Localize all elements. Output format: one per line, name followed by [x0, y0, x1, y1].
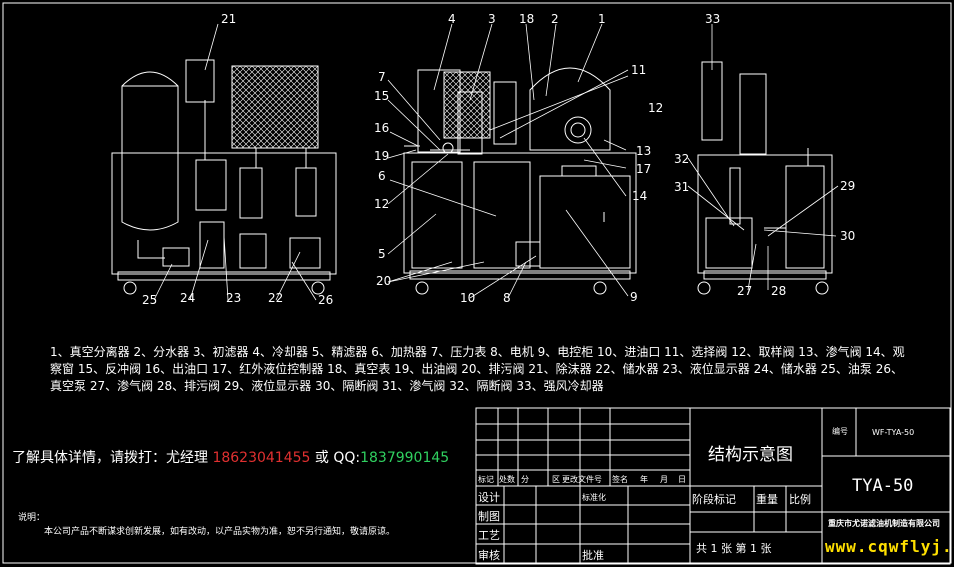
tb-scale: 比例 [789, 493, 811, 506]
callout-6: 6 [378, 169, 386, 183]
title-block-grid [475, 407, 951, 565]
callout-12-front: 12 [374, 197, 390, 211]
fine-filter-5 [411, 161, 463, 269]
callout-17: 17 [636, 162, 652, 176]
contact-qq: 1837990145 [360, 450, 450, 466]
callout-23: 23 [226, 291, 242, 305]
side-view [697, 61, 833, 295]
parts-legend: 1、真空分离器 2、分水器 3、初滤器 4、冷却器 5、精滤器 6、加热器 7、… [50, 345, 905, 393]
strong-air-cooler-33 [701, 61, 723, 141]
motor-8 [515, 241, 541, 267]
tb-stage: 阶段标记 [692, 493, 736, 506]
callout-25: 25 [142, 293, 158, 307]
tb-year: 年 [640, 475, 648, 484]
tb-weight: 重量 [756, 493, 778, 506]
watermark-url: www.cqwflyj.com [825, 537, 954, 556]
tb-sheets: 共 1 张 第 1 张 [696, 542, 772, 555]
callout-33: 33 [705, 12, 721, 26]
vacuum-separator-1 [529, 67, 611, 151]
sight-glass-14 [564, 116, 592, 144]
callout-30: 30 [840, 229, 856, 243]
callout-11: 11 [631, 63, 647, 77]
tb-mark: 标记 [478, 475, 494, 484]
defoamer-21 [185, 59, 215, 103]
tb-section: 分 [521, 475, 529, 484]
callout-27: 27 [737, 284, 753, 298]
callout-1: 1 [598, 12, 606, 26]
note-title: 说明： [18, 513, 46, 523]
control-cabinet-9 [539, 175, 631, 269]
tb-count: 处数 [499, 475, 515, 484]
heater-6 [473, 161, 531, 269]
tb-code-value: WF-TYA-50 [872, 428, 915, 437]
callout-5: 5 [378, 247, 386, 261]
callout-10: 10 [460, 291, 476, 305]
tb-month: 月 [660, 475, 668, 484]
callout-13: 13 [636, 144, 652, 158]
contact-prefix: 了解具体详情，请拨打：尤经理 [12, 450, 213, 466]
callout-29: 29 [840, 179, 856, 193]
callout-22: 22 [268, 291, 284, 305]
callout-3: 3 [488, 12, 496, 26]
tb-model: TYA-50 [852, 476, 914, 496]
cooler-left [231, 65, 319, 149]
callout-2: 2 [551, 12, 559, 26]
callout-4: 4 [448, 12, 456, 26]
callout-32: 32 [674, 152, 690, 166]
front-view [403, 67, 637, 295]
callout-26: 26 [318, 293, 334, 307]
leader-lines [153, 23, 839, 301]
callout-14: 14 [632, 189, 648, 203]
tb-approve: 批准 [582, 549, 604, 562]
callout-19: 19 [374, 149, 390, 163]
drawing-title: 结构示意图 [708, 445, 793, 465]
callout-8: 8 [503, 291, 511, 305]
callout-20: 20 [376, 274, 392, 288]
contact-phone: 18623041455 [212, 450, 311, 466]
contact-line: 了解具体详情，请拨打：尤经理 18623041455 或 QQ:18379901… [12, 447, 449, 467]
tb-draw: 制图 [478, 510, 500, 523]
note-text: 本公司产品不断谋求创新发展，如有改动，以产品实物为准，恕不另行通知，敬请原谅。 [44, 527, 396, 537]
tb-day: 日 [678, 475, 686, 484]
contact-middle: 或 QQ: [310, 450, 361, 466]
vacuum-tank-left [121, 71, 179, 231]
tb-process: 工艺 [478, 529, 500, 542]
callout-16: 16 [374, 121, 390, 135]
tb-sign: 签名 [612, 475, 628, 484]
callout-9: 9 [630, 290, 638, 304]
left-view [111, 59, 337, 295]
callout-15: 15 [374, 89, 390, 103]
tb-zone: 区 [552, 475, 560, 484]
tb-review: 审核 [478, 549, 500, 562]
pre-filter-3 [443, 71, 491, 139]
callout-12: 12 [648, 101, 664, 115]
tb-standard: 标准化 [582, 493, 606, 502]
callout-21: 21 [221, 12, 237, 26]
callout-28: 28 [771, 284, 787, 298]
callout-18: 18 [519, 12, 535, 26]
tb-code-label: 编号 [832, 427, 848, 436]
callout-24: 24 [180, 291, 196, 305]
callout-31: 31 [674, 180, 690, 194]
tb-company: 重庆市尤诺滤油机制造有限公司 [828, 519, 940, 528]
tb-design: 设计 [478, 491, 500, 504]
callout-7: 7 [378, 70, 386, 84]
tb-change-doc: 更改文件号 [562, 475, 602, 484]
